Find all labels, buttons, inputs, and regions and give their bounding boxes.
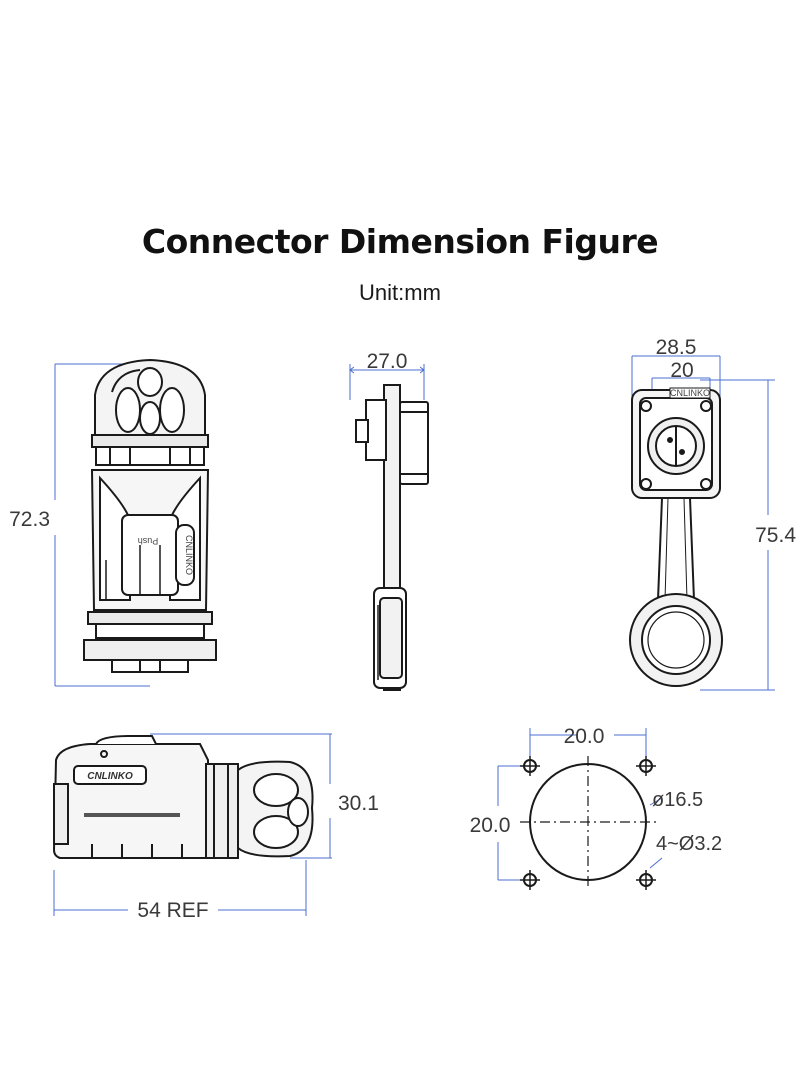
brand-label-front: CNLINKO (184, 535, 194, 575)
dim-cutout-diameter: ø16.5 (652, 789, 703, 811)
panel-view (629, 355, 775, 691)
brand-label-panel: CNLINKO (670, 388, 710, 398)
front-view (54, 358, 217, 687)
dim-cutout-width: 20.0 (564, 725, 605, 748)
dim-panel-outer-width: 28.5 (656, 336, 697, 359)
dim-plug-height: 30.1 (338, 792, 379, 815)
dim-panel-height: 75.4 (755, 524, 796, 547)
brand-label-plug: CNLINKO (87, 771, 133, 782)
push-label: Push (138, 536, 159, 546)
dim-front-height: 72.3 (9, 508, 50, 531)
dim-cutout-height: 20.0 (470, 814, 511, 837)
page-title: Connector Dimension Figure (141, 222, 659, 261)
dim-side-width: 27.0 (367, 350, 408, 373)
panel-cutout (497, 728, 663, 890)
side-view (350, 364, 429, 691)
dim-plug-length: 54 REF (137, 899, 208, 922)
unit-label: Unit:mm (359, 280, 441, 305)
plug-view (52, 733, 332, 916)
dim-mounting-holes: 4~Ø3.2 (656, 833, 722, 855)
dim-panel-inner-width: 20 (670, 359, 693, 382)
